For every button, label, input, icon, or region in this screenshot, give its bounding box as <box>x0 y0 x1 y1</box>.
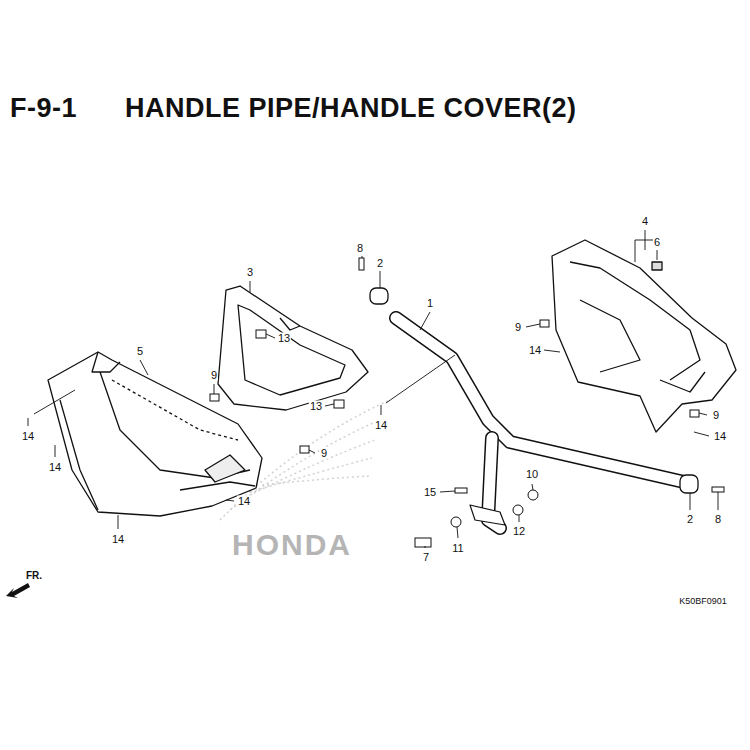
callout-number: 6 <box>653 237 661 248</box>
callout-number: 14 <box>21 431 35 442</box>
front-arrow <box>6 583 30 598</box>
inner-cover <box>218 286 368 410</box>
callout-number: 7 <box>422 552 430 563</box>
callout-number: 2 <box>686 514 694 525</box>
page-number: F-9-1 <box>10 95 77 122</box>
callout-number: 9 <box>320 448 328 459</box>
callout-number: 1 <box>426 298 434 309</box>
callout-number: 14 <box>48 462 62 473</box>
callout-number: 8 <box>356 243 364 254</box>
callout-number: 13 <box>277 333 291 344</box>
callout-number: 14 <box>713 431 727 442</box>
handle-pipe <box>396 318 684 528</box>
leader-lines <box>28 230 718 547</box>
callout-number: 9 <box>712 410 720 421</box>
callout-number: 14 <box>111 534 125 545</box>
callout-number: 4 <box>641 216 649 227</box>
callout-number: 9 <box>514 322 522 333</box>
callout-number: 3 <box>246 267 254 278</box>
drawing-code: K50BF0901 <box>679 597 727 606</box>
callout-number: 8 <box>714 514 722 525</box>
callout-number: 14 <box>528 345 542 356</box>
diagram-title: HANDLE PIPE/HANDLE COVER(2) <box>125 95 577 122</box>
grommets <box>370 288 698 493</box>
watermark: HONDA <box>232 530 352 560</box>
callout-number: 11 <box>451 543 464 554</box>
callout-number: 14 <box>237 496 251 507</box>
front-marker: FR. <box>26 571 42 581</box>
callout-number: 2 <box>376 258 384 269</box>
fasteners <box>210 258 724 547</box>
callout-number: 15 <box>423 487 437 498</box>
callout-number: 9 <box>210 370 218 381</box>
rear-cover <box>552 240 736 432</box>
callout-number: 13 <box>309 401 323 412</box>
callout-number: 5 <box>136 346 144 357</box>
callout-number: 14 <box>374 420 388 431</box>
callout-number: 10 <box>525 469 539 480</box>
callout-number: 12 <box>512 526 526 537</box>
